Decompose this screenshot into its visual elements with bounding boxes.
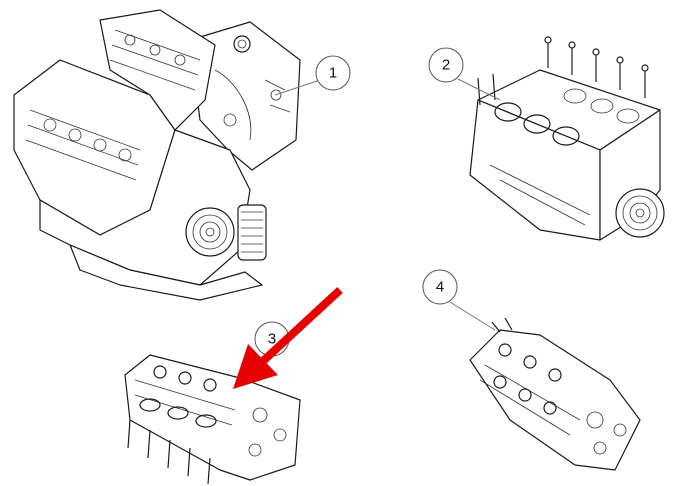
part-1-complete-engine [13, 9, 301, 301]
callout-2-label: 2 [442, 57, 450, 74]
part-2-short-block [469, 36, 665, 241]
callout-2: 2 [428, 47, 501, 101]
callout-4-label: 4 [436, 279, 444, 296]
callout-3-label: 3 [268, 331, 276, 348]
part-4-cylinder-head [469, 317, 641, 471]
callout-1-label: 1 [329, 65, 337, 82]
callout-1: 1 [274, 55, 351, 96]
part-3-cylinder-head [124, 354, 301, 485]
callout-4: 4 [422, 269, 496, 331]
red-arrow-icon [233, 287, 343, 389]
